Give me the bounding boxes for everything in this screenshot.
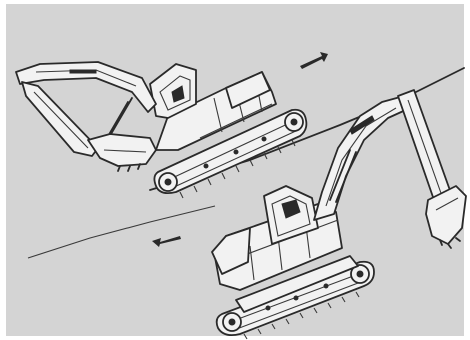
lower-bucket: [425, 185, 467, 245]
upper-boom-logo: [69, 69, 97, 74]
lower-slope-line: [27, 205, 216, 259]
upper-bucket: [87, 133, 157, 167]
excavator-upper-icon: [15, 61, 308, 199]
upper-track: [153, 108, 308, 195]
arrow-left-icon: [300, 52, 328, 69]
upper-boom: [15, 61, 157, 113]
lower-boom-logo: [349, 115, 375, 135]
excavator-lower-icon: [211, 89, 467, 340]
arrow-right-icon: [152, 236, 181, 247]
